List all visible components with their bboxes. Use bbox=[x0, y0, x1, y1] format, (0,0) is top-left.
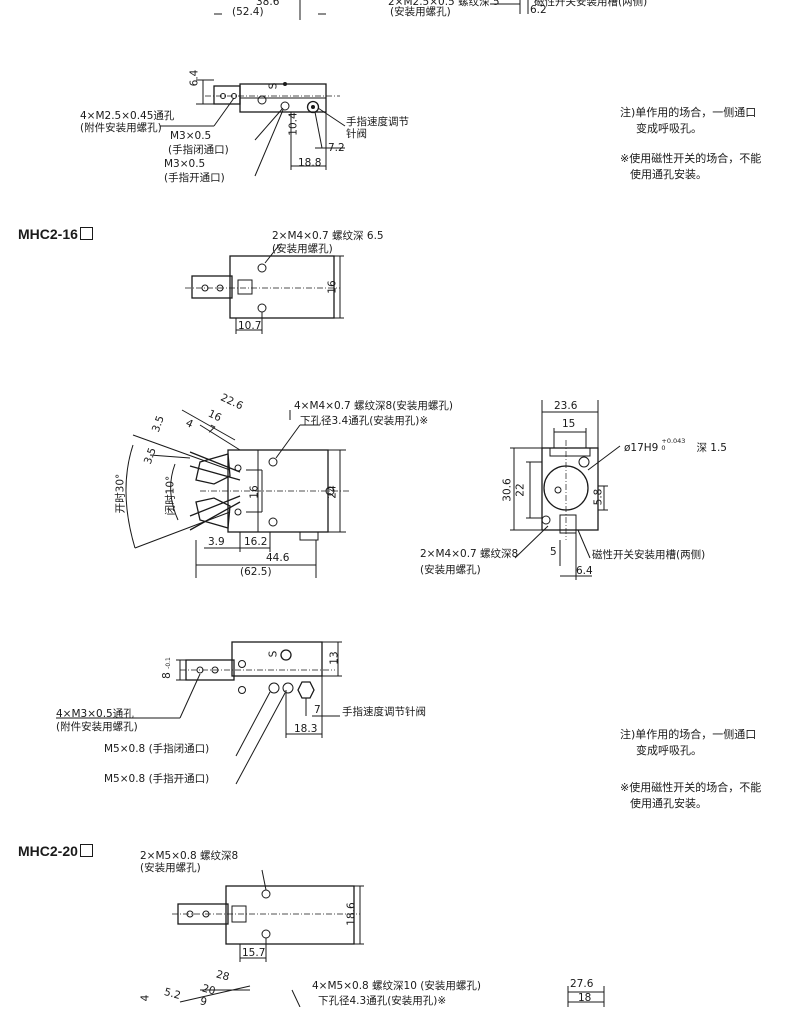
mhc2-16-front-callout: 4×M4×0.7 螺纹深8(安装用螺孔) bbox=[294, 400, 453, 412]
mhc2-16-dim-16-2: 16.2 bbox=[244, 536, 268, 548]
mhc2-16-dim-62-5: (62.5) bbox=[240, 566, 272, 578]
mhc2-10-dim-7-2: 7.2 bbox=[328, 142, 345, 154]
mhc2-10-dim-10-4: 10.4 bbox=[287, 112, 300, 136]
mhc2-20-dim-4: 4 bbox=[139, 994, 152, 1002]
mhc2-16-end-23-6: 23.6 bbox=[554, 400, 578, 412]
mhc2-20-end-27-6: 27.6 bbox=[570, 978, 594, 990]
top-mount-callout: 2×M2.5×0.5 螺纹深 5 bbox=[388, 0, 500, 8]
mhc2-16-open-angle: 开时30° bbox=[114, 473, 127, 514]
mhc2-10-port-s: S bbox=[267, 82, 280, 90]
mhc2-16-top-lines bbox=[185, 243, 344, 334]
mhc2-16-top-depth: 6.5 bbox=[366, 230, 384, 242]
mhc2-16-top-callout: 2×M4×0.7 螺纹深 6.5 bbox=[272, 230, 384, 242]
mhc2-16-end-lines bbox=[510, 400, 621, 580]
mhc2-16-title: MHC2-16 bbox=[18, 226, 93, 242]
bore-tol-upper: +0.043 bbox=[661, 437, 686, 445]
mhc2-16-side-8: 8 -0.1 bbox=[160, 657, 173, 679]
side-tol: -0.1 bbox=[164, 657, 172, 669]
mhc2-16-side-needle: 手指速度调节针阀 bbox=[342, 706, 426, 718]
mhc2-16-side-thru: 4×M3×0.5通孔 bbox=[56, 708, 134, 720]
mhc2-16-side-close: M5×0.8 (手指闭通口) bbox=[104, 743, 210, 755]
mhc2-10-dim-18-8: 18.8 bbox=[298, 157, 322, 169]
dim-52-4: (52.4) bbox=[232, 6, 264, 18]
mhc2-20-top-callout: 2×M5×0.8 螺纹深8 bbox=[140, 850, 239, 862]
mhc2-10-open-port-sub: (手指开通口) bbox=[164, 172, 225, 184]
notes-2-line-1: 注)单作用的场合，一侧通口 bbox=[620, 728, 757, 741]
mhc2-20-front-callout-2: 下孔径4.3通孔(安装用孔)※ bbox=[318, 995, 447, 1007]
placeholder-box-icon bbox=[79, 844, 93, 857]
mhc2-16-end-mount: 2×M4×0.7 螺纹深8 bbox=[420, 548, 519, 560]
notes-2-line-3: ※使用磁性开关的场合，不能 bbox=[620, 781, 762, 794]
mhc2-16-end-15: 15 bbox=[562, 418, 576, 430]
mhc2-16-top-dim-10-7: 10.7 bbox=[238, 320, 262, 332]
placeholder-box-icon bbox=[79, 227, 93, 240]
mhc2-10-thru-hole-sub: (附件安装用螺孔) bbox=[80, 122, 162, 134]
mhc2-16-end-5-8: 5.8 bbox=[592, 488, 605, 506]
mhc2-16-side-thru-sub: (附件安装用螺孔) bbox=[56, 721, 138, 733]
mhc2-20-title: MHC2-20 bbox=[18, 843, 93, 859]
mhc2-16-end-mount-sub: (安装用螺孔) bbox=[420, 564, 481, 576]
mhc2-10-side-lines bbox=[160, 79, 346, 177]
mhc2-16-dim-16v: 16 bbox=[248, 485, 261, 499]
mhc2-10-open-port: M3×0.5 bbox=[164, 158, 206, 170]
mhc2-20-front-callout: 4×M5×0.8 螺纹深10 (安装用螺孔) bbox=[312, 980, 481, 992]
mhc2-16-side-7: 7 bbox=[314, 704, 321, 716]
mhc2-20-top-lines bbox=[172, 869, 364, 962]
mhc2-16-end-groove: 磁性开关安装用槽(两侧) bbox=[592, 549, 706, 561]
mhc2-10-dim-6-4: 6.4 bbox=[188, 69, 201, 87]
mhc2-16-dim-3-9: 3.9 bbox=[208, 536, 225, 548]
mhc2-20-end-18: 18 bbox=[578, 992, 592, 1004]
notes-2-line-4: 使用通孔安装。 bbox=[630, 797, 707, 810]
mhc2-16-side-lines bbox=[56, 641, 342, 785]
dim-38-6: 38.6 bbox=[256, 0, 280, 8]
mhc2-20-top-18-6: 18.6 bbox=[345, 902, 358, 926]
mhc2-16-side-open: M5×0.8 (手指开通口) bbox=[104, 773, 210, 785]
mhc2-10-close-port: M3×0.5 bbox=[170, 130, 212, 142]
mhc2-16-top-callout-sub: (安装用螺孔) bbox=[272, 243, 333, 255]
notes-1-line-2: 变成呼吸孔。 bbox=[636, 122, 702, 135]
mhc2-16-front-lines bbox=[125, 409, 350, 578]
mhc2-16-close-angle: 闭时10° bbox=[164, 475, 177, 516]
mhc2-16-dim-44-6: 44.6 bbox=[266, 552, 290, 564]
notes-2-line-2: 变成呼吸孔。 bbox=[636, 744, 702, 757]
mhc2-16-side-13: 13 bbox=[328, 651, 341, 665]
mhc2-16-end-5: 5 bbox=[550, 546, 557, 558]
mhc2-16-top-dim-16: 16 bbox=[326, 280, 339, 294]
notes-1-line-4: 使用通孔安装。 bbox=[630, 168, 707, 181]
mhc2-10-needle-valve: 手指速度调节 bbox=[346, 116, 409, 128]
mhc2-16-side-18-3: 18.3 bbox=[294, 723, 318, 735]
notes-1-line-3: ※使用磁性开关的场合，不能 bbox=[620, 152, 762, 165]
mhc2-16-dim-24v: 24 bbox=[326, 485, 339, 499]
mhc2-10-needle-valve-2: 针阀 bbox=[346, 128, 367, 140]
top-switch-groove: 磁性开关安装用槽(两侧) bbox=[534, 0, 648, 8]
mhc2-20-front-lines bbox=[179, 985, 605, 1007]
mhc2-16-side-port-s: S bbox=[267, 650, 280, 658]
mhc2-16-end-22: 22 bbox=[514, 483, 527, 497]
mhc2-10-close-port-sub: (手指闭通口) bbox=[168, 144, 229, 156]
top-partial-lines bbox=[214, 0, 529, 20]
bore-tol-lower: 0 bbox=[661, 444, 666, 452]
notes-1-line-1: 注)单作用的场合，一侧通口 bbox=[620, 106, 757, 119]
mhc2-10-thru-hole: 4×M2.5×0.45通孔 bbox=[80, 110, 175, 122]
bore-depth: 深 1.5 bbox=[696, 442, 727, 454]
top-mount-sub: (安装用螺孔) bbox=[390, 6, 451, 18]
mhc2-16-front-callout-2: 下孔径3.4通孔(安装用孔)※ bbox=[300, 415, 429, 427]
top-dim-6-2: 6.2 bbox=[530, 4, 547, 16]
mhc2-20-top-callout-sub: (安装用螺孔) bbox=[140, 862, 201, 874]
mhc2-16-end-30-6: 30.6 bbox=[501, 478, 514, 502]
mhc2-16-end-6-4: 6.4 bbox=[576, 565, 593, 577]
mhc2-20-top-15-7: 15.7 bbox=[242, 947, 266, 959]
